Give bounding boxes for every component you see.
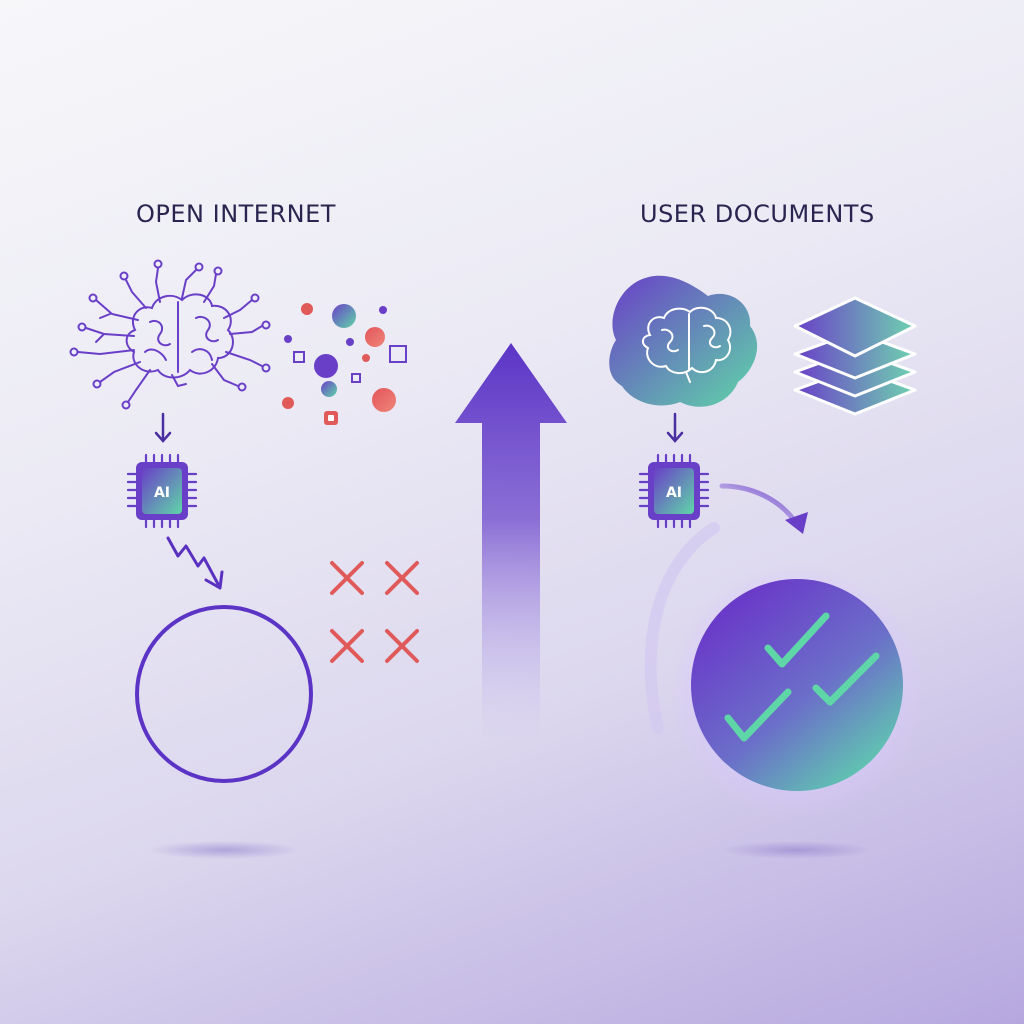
brain-blob-icon bbox=[609, 275, 758, 407]
ai-chip-right: AI bbox=[638, 453, 710, 529]
checkmark-circle-icon bbox=[691, 579, 903, 791]
x-mark-icon bbox=[330, 561, 419, 663]
down-arrow-right bbox=[666, 412, 684, 443]
zigzag-arrow-icon bbox=[166, 536, 224, 590]
ai-chip-left: AI bbox=[126, 453, 198, 529]
open-internet-title: OPEN INTERNET bbox=[136, 200, 336, 228]
ai-chip-left-label: AI bbox=[154, 485, 170, 501]
ai-chip-right-label: AI bbox=[666, 485, 682, 501]
down-arrow-left bbox=[154, 412, 172, 443]
user-documents-title: USER DOCUMENTS bbox=[640, 200, 875, 228]
right-shadow bbox=[721, 841, 873, 859]
stacked-layers-icon bbox=[793, 296, 917, 416]
left-shadow bbox=[148, 841, 300, 859]
curved-arrow-icon bbox=[644, 483, 808, 734]
scattered-data-icon bbox=[282, 303, 407, 425]
empty-result-circle bbox=[135, 605, 313, 783]
brain-network-icon bbox=[69, 259, 271, 410]
up-arrow-icon bbox=[455, 343, 567, 735]
